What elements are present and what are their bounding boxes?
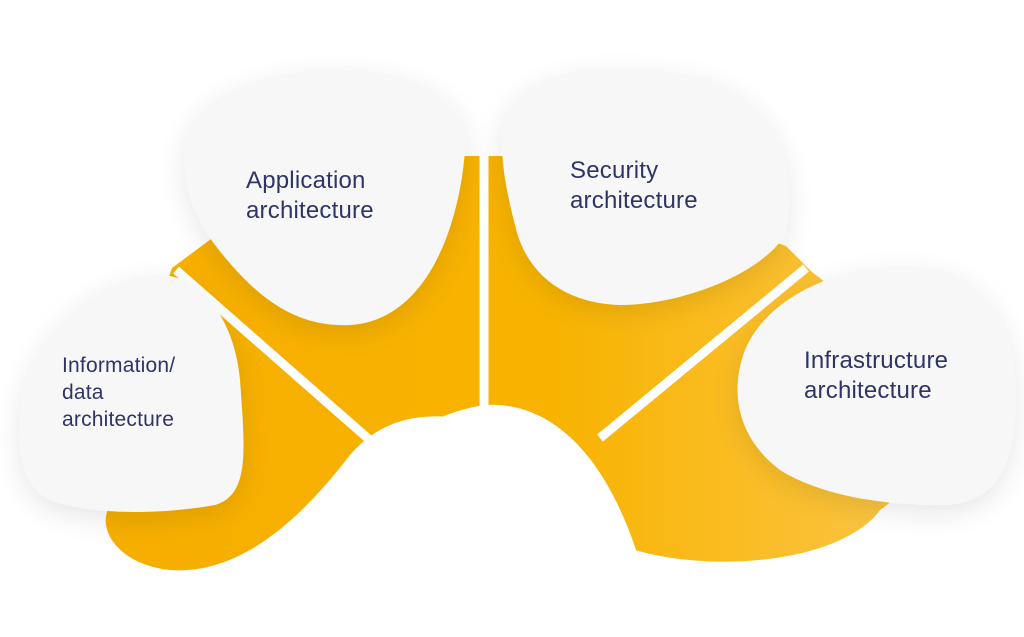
label-information-line2: data — [62, 381, 104, 404]
label-infrastructure: Infrastructure architecture — [804, 346, 948, 406]
divider-right — [597, 264, 809, 442]
blob-application — [184, 70, 466, 326]
center-dome — [300, 404, 650, 600]
blob-infrastructure — [737, 266, 1016, 505]
label-application-line2: architecture — [246, 197, 374, 224]
label-information: Information/ data architecture — [62, 352, 175, 433]
label-information-line1: Information/ — [62, 354, 176, 377]
label-security-line2: architecture — [570, 187, 698, 214]
blob-security — [502, 68, 789, 305]
blobs — [19, 68, 1016, 512]
label-infrastructure-line1: Infrastructure — [804, 347, 949, 374]
divider-left — [173, 266, 375, 446]
label-information-line3: architecture — [62, 408, 175, 431]
label-security-line1: Security — [570, 157, 659, 184]
label-infrastructure-line2: architecture — [804, 377, 932, 404]
blob-information — [19, 274, 244, 512]
label-application: Application architecture — [246, 166, 374, 226]
label-security: Security architecture — [570, 156, 698, 216]
label-application-line1: Application — [246, 167, 366, 194]
